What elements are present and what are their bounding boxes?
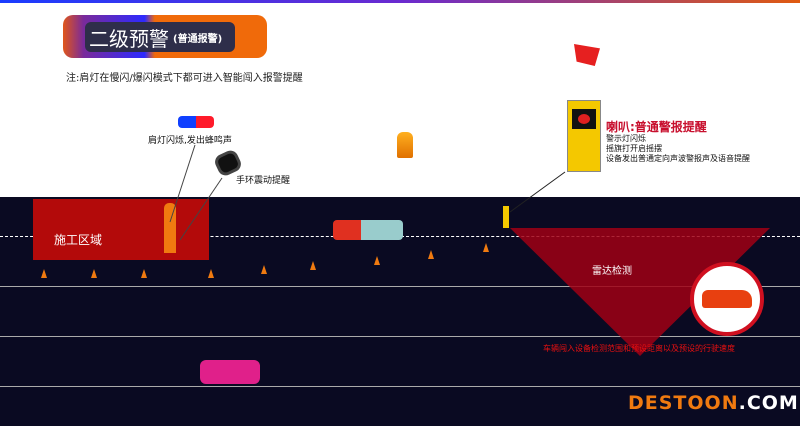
worker-icon xyxy=(164,203,176,253)
warning-lamp-icon xyxy=(397,132,413,158)
top-bar xyxy=(0,0,800,3)
subtitle-text: (普通报警) xyxy=(173,33,223,45)
intrusion-warning: 车辆闯入设备检测范围和预设距离以及预设的行驶速度 xyxy=(543,344,735,353)
horn-line: 警示灯闪烁 xyxy=(606,134,646,143)
watermark-logo: DESTOON.COM xyxy=(628,392,799,414)
cone-icon xyxy=(141,269,147,278)
horn-line: 设备发出普通定向声波警报声及语音提醒 xyxy=(606,154,750,163)
cone-icon xyxy=(374,256,380,265)
cone-icon xyxy=(261,265,267,274)
van-icon xyxy=(200,360,260,384)
cone-icon xyxy=(428,250,434,259)
lane-line xyxy=(0,336,800,337)
lane-line xyxy=(0,386,800,387)
construction-zone: 施工区域 xyxy=(33,199,209,260)
radar-label: 雷达检测 xyxy=(592,266,632,277)
shoulder-light-icon xyxy=(178,116,214,128)
lane-line xyxy=(0,286,800,287)
cone-icon xyxy=(41,269,47,278)
logo-b: .COM xyxy=(738,392,799,414)
horn-line: 摇旗打开启摇摆 xyxy=(606,144,662,153)
horn-device-icon xyxy=(567,100,601,172)
note: 注:肩灯在慢闪/爆闪模式下都可进入智能闯入报警提醒 xyxy=(66,73,303,84)
shoulder-light-label: 肩灯闪烁,发出蜂鸣声 xyxy=(148,136,232,146)
cone-icon xyxy=(483,243,489,252)
horn-lines: 警示灯闪烁 摇旗打开启摇摆 设备发出普通定向声波警报声及语音提醒 xyxy=(606,134,750,164)
intruding-car-icon xyxy=(690,262,764,336)
radar-device-icon xyxy=(503,206,509,228)
cone-icon xyxy=(310,261,316,270)
title-text: 二级预警 xyxy=(89,26,169,51)
flag-icon xyxy=(574,44,600,66)
level-title: 二级预警 (普通报警) xyxy=(85,22,235,52)
cone-icon xyxy=(91,269,97,278)
work-vehicle-icon xyxy=(333,220,403,240)
cone-icon xyxy=(208,269,214,278)
wristband-label: 手环震动提醒 xyxy=(236,176,291,186)
horn-title: 喇叭:普通警报提醒 xyxy=(606,120,707,134)
logo-a: DESTOON xyxy=(628,392,739,414)
zone-label: 施工区域 xyxy=(54,233,103,247)
